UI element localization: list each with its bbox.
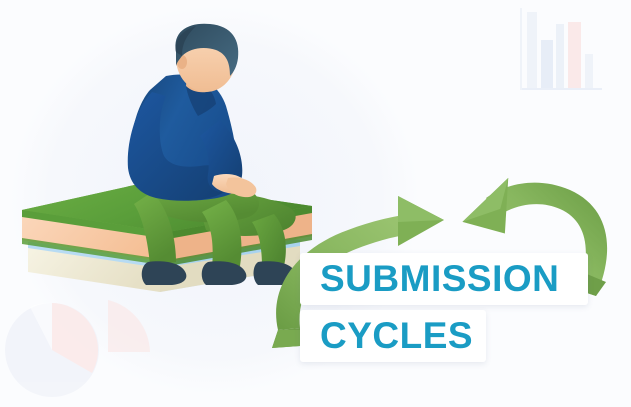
hair <box>175 23 239 76</box>
bent-shin <box>134 192 176 266</box>
pie-chart-watermark-secondary <box>108 300 150 352</box>
far-shin <box>252 214 286 268</box>
pie-chart-watermark <box>5 302 99 397</box>
near-shoe <box>201 261 247 285</box>
near-shin <box>202 200 242 268</box>
right-hand <box>226 177 257 198</box>
bent-shoe <box>141 261 187 285</box>
bar-chart-watermark <box>520 8 602 90</box>
seated-man <box>127 23 297 285</box>
left-arm <box>127 92 233 201</box>
hair-shade <box>175 26 196 56</box>
right-arm <box>200 120 243 192</box>
